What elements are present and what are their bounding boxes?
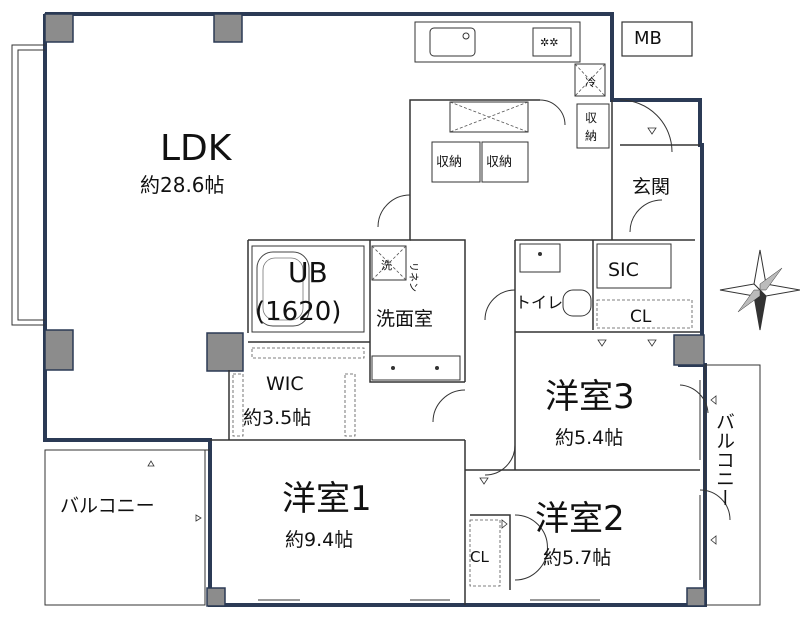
washer-icon: 洗 — [371, 245, 407, 281]
sic-name: SIC — [608, 259, 639, 281]
room2-area: 約5.7帖 — [543, 547, 611, 569]
toilet-name: トイレ — [515, 293, 563, 312]
fridge-icon: 冷 — [574, 63, 606, 97]
kitchen-storage: 収 納 — [576, 103, 610, 149]
closet-room2 — [469, 519, 501, 587]
wic-name: WIC — [266, 373, 304, 395]
compass-icon — [719, 249, 800, 331]
kitchen-counter: ✲✲ — [414, 21, 581, 63]
windows — [204, 380, 701, 601]
pantry-storage: 収納 収納 — [431, 101, 529, 183]
sink-icon — [429, 27, 476, 57]
closet-room2-label: CL — [470, 548, 489, 566]
washroom-name: 洗面室 — [376, 308, 433, 330]
bathtub-icon — [256, 251, 310, 327]
wic-shelves — [232, 347, 365, 437]
vanity — [371, 355, 461, 381]
mb-name: MB — [634, 28, 662, 49]
ldk-area: 約28.6帖 — [140, 173, 225, 197]
room3-area: 約5.4帖 — [555, 427, 623, 449]
storage-char-top: 収 — [585, 111, 597, 125]
balcony-left-label: バルコニー — [60, 495, 155, 517]
svg-text:✲✲: ✲✲ — [540, 36, 558, 49]
fridge-label: 冷 — [585, 76, 596, 89]
columns — [44, 13, 706, 607]
room1-name: 洋室1 — [282, 479, 372, 519]
entrance-name: 玄関 — [632, 176, 670, 198]
interior-walls — [210, 99, 700, 605]
storage-right-label: 収納 — [486, 155, 512, 170]
sic-box — [596, 243, 672, 289]
stove-icon — [532, 27, 572, 57]
balcony-right-label: バルコニー — [713, 412, 735, 507]
doors — [377, 99, 731, 581]
storage-left-label: 収納 — [436, 155, 462, 170]
storage-char-bottom: 納 — [585, 129, 597, 143]
wic-area: 約3.5帖 — [243, 407, 311, 429]
room3-name: 洋室3 — [545, 377, 635, 417]
toilet-icon — [519, 243, 592, 317]
ub-name: UB — [288, 256, 328, 289]
ub-size: (1620) — [255, 297, 341, 327]
room2-name: 洋室2 — [535, 499, 625, 539]
washer-label: 洗 — [381, 259, 392, 272]
ldk-name: LDK — [160, 128, 233, 169]
closet-room3-label: CL — [630, 307, 652, 327]
bathroom — [251, 245, 365, 333]
markers — [147, 127, 717, 545]
closet-room3 — [596, 299, 693, 329]
linen-label: リネン — [407, 262, 419, 292]
room1-area: 約9.4帖 — [285, 529, 353, 551]
